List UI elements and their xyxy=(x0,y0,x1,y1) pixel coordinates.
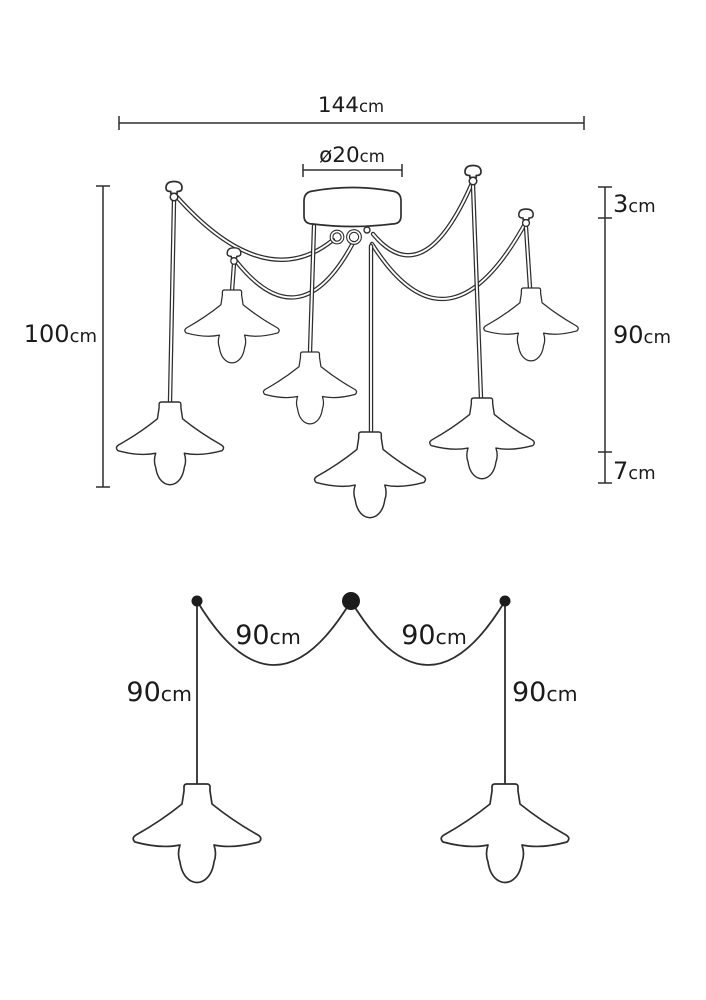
dimension-label: 144cm xyxy=(318,93,384,118)
dimension-line xyxy=(96,185,110,488)
lamp-shade-2 xyxy=(184,289,280,364)
anchor-dot-center xyxy=(342,592,360,610)
drop-left-label: 90cm xyxy=(126,677,192,708)
dimension-line xyxy=(302,164,403,177)
swag-curve-left xyxy=(196,600,352,666)
dimension-label-canopy-height: 3cm xyxy=(613,190,656,218)
schematic-lamp-shade-left xyxy=(132,783,262,884)
canopy-body xyxy=(303,186,402,228)
dimension-label: 100cm xyxy=(24,320,97,348)
dimension-label: ø20cm xyxy=(319,143,385,168)
drop-right-label: 90cm xyxy=(512,677,578,708)
lamp-shade-1 xyxy=(115,401,225,486)
dimension-label-shade-drop: 7cm xyxy=(613,457,656,485)
lamp-shade-3 xyxy=(262,351,358,425)
ceiling-canopy xyxy=(303,186,402,245)
lamp-shade-6 xyxy=(483,287,579,362)
swag-cord xyxy=(372,222,526,299)
cord-length-schematic: 90cm 90cm 90cm 90cm xyxy=(126,592,578,884)
swag-cord-core xyxy=(235,242,354,299)
dimension-label-cord-drop: 90cm xyxy=(613,321,671,349)
swag-right-label: 90cm xyxy=(401,620,467,651)
dimension-total-height: 100cm xyxy=(24,185,110,488)
anchor-dot-right xyxy=(499,595,511,607)
swag-curve-right xyxy=(350,600,506,666)
canopy-cord-loop-core xyxy=(347,230,361,244)
canopy-cord-loop-core xyxy=(330,230,344,244)
ceiling-hook-right xyxy=(518,208,534,228)
anchor-dot-left xyxy=(191,595,203,607)
lamp-shade-4 xyxy=(313,431,427,519)
ceiling-hook-mid-right xyxy=(464,164,482,186)
lamp-shade-5 xyxy=(429,397,535,480)
canopy-hook-knob xyxy=(363,226,371,234)
top-view-diagram: 144cm ø20cm 100cm 3cm 90cm 7cm xyxy=(24,93,671,519)
dimension-total-width: 144cm xyxy=(118,93,585,130)
swag-left-label: 90cm xyxy=(235,620,301,651)
drop-cord-core xyxy=(472,184,482,399)
schematic-lamp-shade-right xyxy=(440,783,570,884)
dimension-line xyxy=(598,186,612,484)
dimension-line xyxy=(118,116,585,130)
dimension-canopy-diameter: ø20cm xyxy=(302,143,403,177)
dimension-right-stack: 3cm 90cm 7cm xyxy=(598,186,671,485)
